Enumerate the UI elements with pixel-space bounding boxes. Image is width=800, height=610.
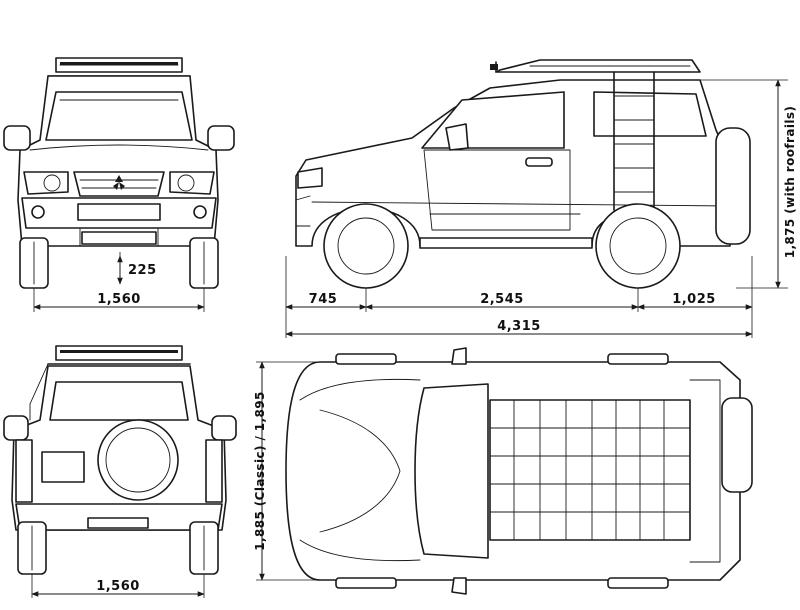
front-view	[3, 57, 235, 289]
rear-track-label: 1,560	[96, 579, 140, 594]
top-roof-rack	[489, 399, 691, 541]
top-dimensions: 1,885 (Classic) / 1,895	[253, 361, 320, 581]
width-label: 1,885 (Classic) / 1,895	[253, 391, 267, 551]
front-right-headlight	[169, 171, 215, 195]
front-right-mirror	[207, 125, 235, 151]
top-front-left-wheel	[335, 353, 397, 365]
top-left-mirror	[451, 347, 467, 365]
top-rear-left-wheel	[607, 353, 669, 365]
front-track-label: 1,560	[97, 292, 141, 307]
rear-step	[87, 517, 149, 529]
front-left-headlight	[23, 171, 69, 195]
side-view	[295, 59, 751, 289]
rear-left-mirror	[3, 415, 29, 441]
front-windshield	[45, 91, 193, 141]
front-left-foglight	[31, 205, 45, 219]
rear-right-mirror	[211, 415, 237, 441]
rear-spare-tire	[97, 419, 179, 501]
rear-view	[3, 345, 237, 575]
side-dimensions: 745 2,545 1,025 4,315 1,875 (with roofra…	[285, 79, 797, 338]
top-right-mirror	[451, 577, 467, 595]
top-rear-right-wheel	[607, 577, 669, 589]
front-left-mirror	[3, 125, 31, 151]
side-rear-window	[593, 91, 707, 137]
ground-clearance-label: 225	[128, 263, 157, 278]
front-plate-area	[77, 203, 161, 221]
front-grille	[73, 171, 165, 197]
rear-overhang-label: 1,025	[672, 292, 716, 307]
front-overhang-label: 745	[309, 292, 338, 307]
side-front-wheel	[323, 203, 409, 289]
top-front-right-wheel	[335, 577, 397, 589]
wheelbase-label: 2,545	[480, 292, 524, 307]
running-board	[419, 237, 593, 249]
top-spare-tire	[721, 397, 753, 493]
front-right-foglight	[193, 205, 207, 219]
brand-emblem	[113, 175, 125, 190]
side-spare-tire	[715, 127, 751, 245]
overall-length-label: 4,315	[497, 319, 541, 334]
top-windshield	[414, 383, 489, 559]
top-view	[285, 347, 753, 595]
front-skid-plate	[81, 231, 157, 245]
rear-plate-area	[41, 451, 85, 483]
rear-left-taillight	[15, 439, 33, 503]
side-rear-wheel	[595, 203, 681, 289]
door-handle	[525, 157, 553, 167]
front-dimensions: 225 1,560	[33, 252, 205, 312]
rear-right-taillight	[205, 439, 223, 503]
side-mirror	[445, 123, 469, 151]
rear-dimensions: 1,560	[31, 574, 205, 598]
side-headlight	[297, 167, 323, 189]
height-label: 1,875 (with roofrails)	[783, 106, 797, 259]
rear-window	[49, 381, 189, 421]
